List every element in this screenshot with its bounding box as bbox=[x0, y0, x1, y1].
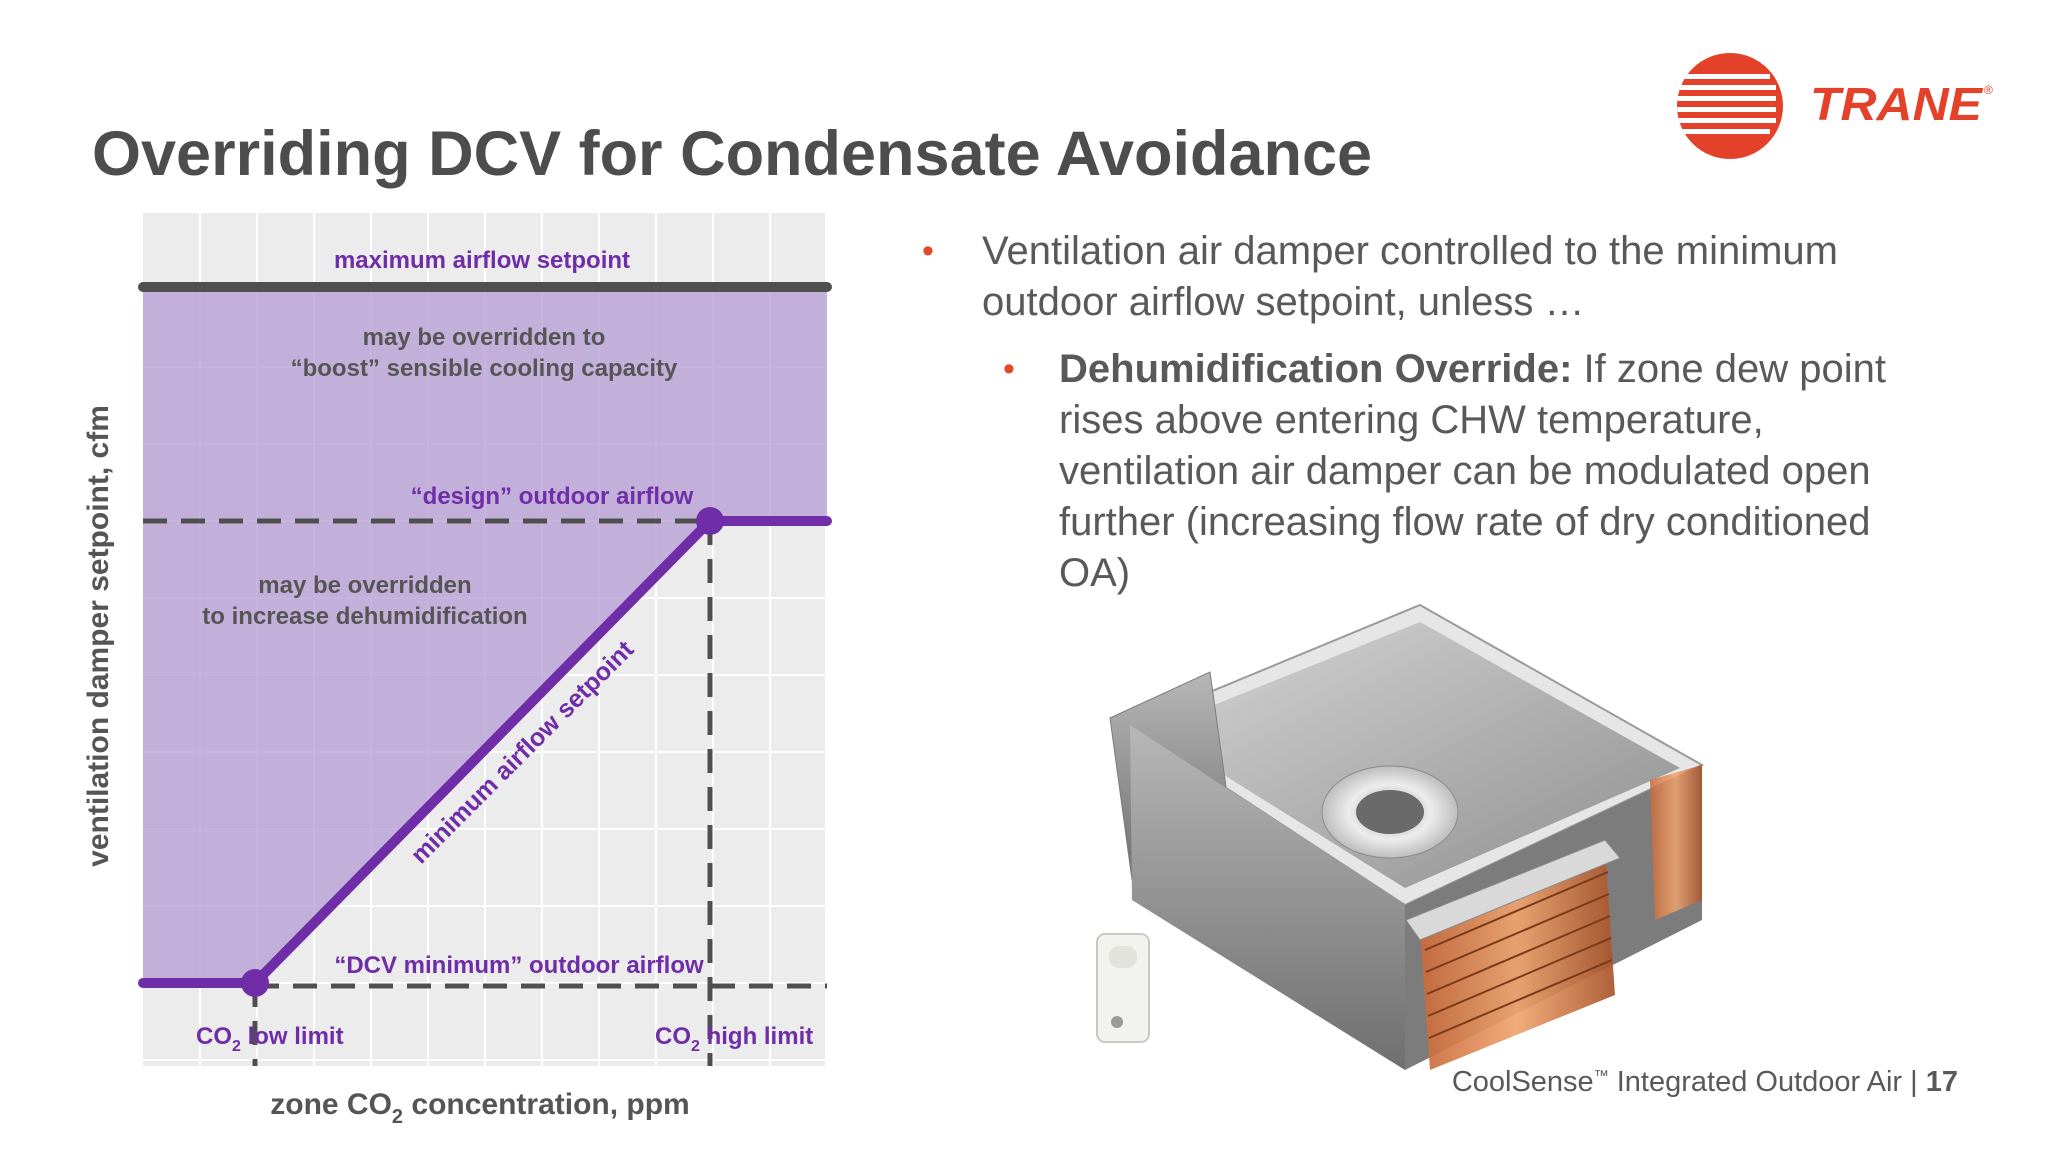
logo-registered: ® bbox=[1984, 83, 1993, 97]
bullet-main-text: Ventilation air damper controlled to the… bbox=[982, 229, 1838, 324]
footer-tm: ™ bbox=[1593, 1067, 1609, 1085]
coolsense-unit-image bbox=[1109, 603, 1705, 1070]
y-axis-label: ventilation damper setpoint, cfm bbox=[82, 405, 115, 867]
label-boost-2: “boost” sensible cooling capacity bbox=[291, 355, 678, 382]
low-limit-point bbox=[241, 969, 269, 997]
footer-rest: Integrated Outdoor Air | bbox=[1608, 1066, 1926, 1098]
label-dcv-min: “DCV minimum” outdoor airflow bbox=[334, 952, 704, 979]
bullet-dot: • bbox=[1003, 350, 1015, 388]
label-co2-high: CO2 high limit bbox=[655, 1023, 813, 1055]
bullet-sub-bold: Dehumidification Override: bbox=[1059, 347, 1573, 391]
page-number: 17 bbox=[1925, 1066, 1958, 1098]
min-airflow-setpoint-line bbox=[138, 516, 832, 988]
label-design-airflow: “design” outdoor airflow bbox=[411, 483, 694, 510]
override-shaded-region bbox=[143, 287, 827, 983]
bullet-dot: • bbox=[922, 232, 934, 270]
bullet-main: • Ventilation air damper controlled to t… bbox=[922, 226, 1952, 328]
label-dehum-1: may be overridden bbox=[258, 572, 471, 599]
high-limit-point bbox=[696, 507, 724, 535]
thermostat-image bbox=[1096, 933, 1150, 1043]
label-dehum-2: to increase dehumidification bbox=[202, 603, 527, 630]
label-co2-low: CO2 low limit bbox=[196, 1023, 344, 1055]
bullet-sub: • Dehumidification Override: If zone dew… bbox=[1003, 344, 1952, 599]
footer: CoolSense™ Integrated Outdoor Air | 17 bbox=[1452, 1066, 1958, 1099]
trane-logo: TRANE ® bbox=[1677, 53, 1993, 159]
label-boost-1: may be overridden to bbox=[363, 324, 606, 351]
x-axis-label: zone CO2 concentration, ppm bbox=[270, 1088, 689, 1128]
slide-title: Overriding DCV for Condensate Avoidance bbox=[92, 119, 1373, 189]
bullet-list: • Ventilation air damper controlled to t… bbox=[912, 226, 1952, 599]
logo-wordmark: TRANE bbox=[1810, 78, 1983, 130]
label-max-airflow: maximum airflow setpoint bbox=[334, 247, 630, 274]
footer-product: CoolSense bbox=[1451, 1066, 1594, 1098]
bullet-sub-text: If zone dew point rises above entering C… bbox=[1059, 347, 1886, 595]
